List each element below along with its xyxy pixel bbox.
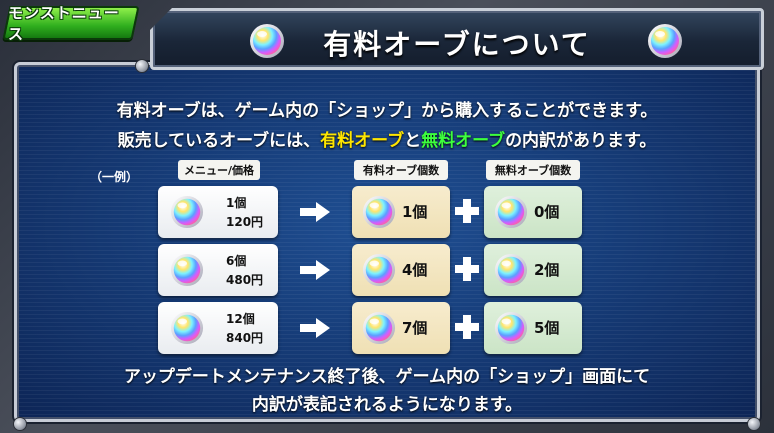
orb-icon bbox=[494, 195, 528, 229]
intro-line-2-suffix: の内訳があります。 bbox=[505, 131, 657, 151]
free-orb-count: 5個 bbox=[534, 319, 560, 337]
orb-icon bbox=[494, 253, 528, 287]
title-bar: 有料オーブについて bbox=[150, 8, 764, 70]
orb-icon bbox=[362, 195, 396, 229]
menu-price: 120円 bbox=[226, 215, 264, 229]
paid-orb-cell: 1個 bbox=[352, 186, 450, 238]
page-title: 有料オーブについて bbox=[323, 28, 591, 61]
free-orb-highlight: 無料オーブ bbox=[421, 131, 506, 151]
orb-icon bbox=[170, 311, 204, 345]
menu-price: 840円 bbox=[226, 331, 264, 345]
table-row: 1個 120円 1個 0個 bbox=[0, 186, 774, 238]
menu-quantity: 6個 bbox=[226, 254, 247, 268]
paid-orb-cell: 4個 bbox=[352, 244, 450, 296]
plus-icon bbox=[455, 199, 479, 223]
column-header-paid: 有料オーブ個数 bbox=[354, 160, 448, 180]
monst-news-logo: モンストニュース bbox=[2, 4, 140, 43]
menu-price-cell: 1個 120円 bbox=[158, 186, 278, 238]
intro-line-2-prefix: 販売しているオーブには、 bbox=[117, 131, 321, 151]
arrow-right-icon bbox=[300, 260, 330, 280]
arrow-right-icon bbox=[300, 202, 330, 222]
free-orb-count: 2個 bbox=[534, 261, 560, 279]
orb-icon bbox=[250, 24, 284, 58]
plus-icon bbox=[455, 315, 479, 339]
table-row: 12個 840円 7個 5個 bbox=[0, 302, 774, 354]
bolt-icon bbox=[14, 418, 26, 430]
free-orb-cell: 2個 bbox=[484, 244, 582, 296]
column-header-menu: メニュー/価格 bbox=[178, 160, 260, 180]
table-row: 6個 480円 4個 2個 bbox=[0, 244, 774, 296]
menu-quantity: 1個 bbox=[226, 196, 247, 210]
column-header-free: 無料オーブ個数 bbox=[486, 160, 580, 180]
intro-line-1: 有料オーブは、ゲーム内の「ショップ」から購入することができます。 bbox=[116, 101, 658, 121]
orb-icon bbox=[648, 24, 682, 58]
free-orb-cell: 0個 bbox=[484, 186, 582, 238]
arrow-right-icon bbox=[300, 318, 330, 338]
orb-icon bbox=[494, 311, 528, 345]
intro-line-2: 販売しているオーブには、有料オーブと無料オーブの内訳があります。 bbox=[0, 126, 774, 151]
orb-icon bbox=[362, 311, 396, 345]
example-label: （一例） bbox=[90, 170, 139, 184]
paid-orb-cell: 7個 bbox=[352, 302, 450, 354]
footer-line-2: 内訳が表記されるようになります。 bbox=[251, 395, 523, 415]
paid-orb-count: 7個 bbox=[402, 319, 428, 337]
menu-quantity: 12個 bbox=[226, 312, 255, 326]
menu-price-cell: 12個 840円 bbox=[158, 302, 278, 354]
bolt-icon bbox=[748, 418, 760, 430]
paid-orb-highlight: 有料オーブ bbox=[320, 131, 405, 151]
intro-line-2-mid: と bbox=[404, 131, 422, 151]
menu-price: 480円 bbox=[226, 273, 264, 287]
footer-line-1: アップデートメンテナンス終了後、ゲーム内の「ショップ」画面にて bbox=[123, 367, 651, 387]
free-orb-count: 0個 bbox=[534, 203, 560, 221]
menu-price-cell: 6個 480円 bbox=[158, 244, 278, 296]
orb-icon bbox=[170, 195, 204, 229]
paid-orb-count: 4個 bbox=[402, 261, 428, 279]
plus-icon bbox=[455, 257, 479, 281]
orb-icon bbox=[170, 253, 204, 287]
paid-orb-count: 1個 bbox=[402, 203, 428, 221]
logo-text: モンストニュース bbox=[8, 4, 120, 43]
orb-icon bbox=[362, 253, 396, 287]
free-orb-cell: 5個 bbox=[484, 302, 582, 354]
content-panel bbox=[14, 62, 760, 422]
bolt-icon bbox=[136, 60, 148, 72]
